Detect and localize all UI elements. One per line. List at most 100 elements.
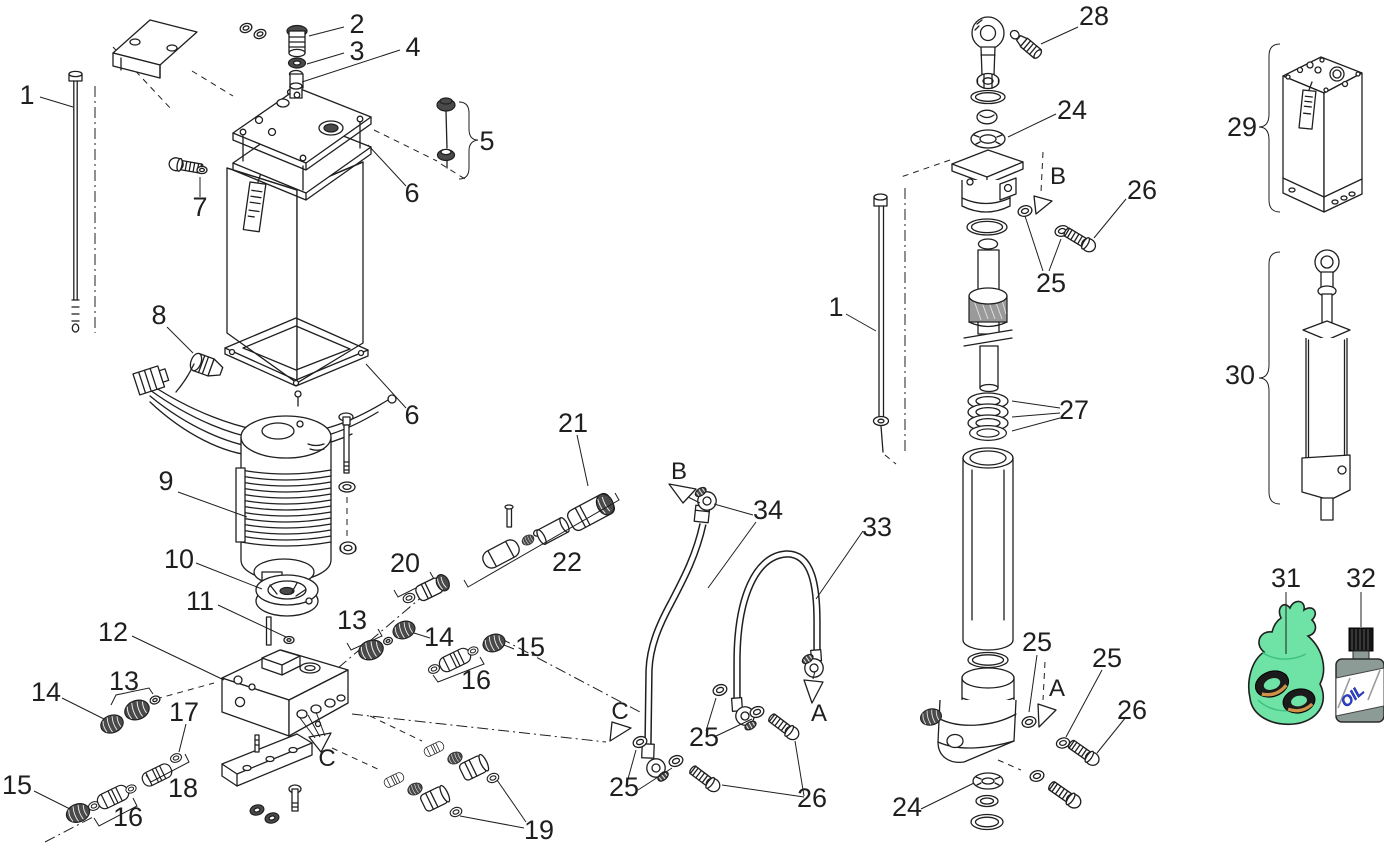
callout-25-cyl-br: 25 <box>1092 643 1122 673</box>
callout-B-cylinder: B <box>1050 163 1066 190</box>
dashed-line-2 <box>373 129 438 162</box>
axis-line-5 <box>44 816 94 843</box>
dashed-line-9 <box>369 715 423 742</box>
cylinder-head <box>951 149 1024 213</box>
bracket-22 <box>463 492 620 588</box>
callout-28: 28 <box>1079 1 1109 31</box>
leader-line-28 <box>721 784 805 798</box>
brace-5 <box>458 101 479 180</box>
callout-30: 30 <box>1225 360 1255 390</box>
leader-line-18 <box>413 632 431 639</box>
construction-lines <box>44 46 1046 843</box>
brace-30 <box>1258 251 1281 505</box>
bracket-16-left <box>93 797 138 827</box>
seal-24-top <box>970 129 1006 149</box>
callout-33: 33 <box>862 512 892 542</box>
leader-line-11 <box>131 635 225 681</box>
ref-arrow-A-hose <box>803 670 824 704</box>
callout-B-hose: B <box>671 458 687 485</box>
leader-line-20 <box>713 503 754 516</box>
endcap-seals-25 <box>1020 714 1072 784</box>
brace-29 <box>1258 43 1281 213</box>
callout-12: 12 <box>98 617 128 647</box>
leader-line-2 <box>306 52 345 65</box>
callout-21: 21 <box>558 408 588 438</box>
leader-line-21 <box>707 521 757 589</box>
plug-14-left <box>97 711 127 737</box>
callout-1-dipstick: 1 <box>19 80 34 110</box>
head-oring <box>966 218 1008 236</box>
callout-4: 4 <box>405 32 420 62</box>
fitting-group-left <box>63 687 190 827</box>
axis-line-2 <box>337 589 431 669</box>
tube-oring <box>967 651 1009 669</box>
callout-22: 22 <box>552 547 582 577</box>
leader-line-1 <box>308 26 345 37</box>
leader-line-30 <box>1007 113 1057 138</box>
callout-15-right: 15 <box>515 632 545 662</box>
callout-17: 17 <box>169 697 199 727</box>
dashed-line-5 <box>997 759 1022 771</box>
callout-3: 3 <box>349 36 364 66</box>
callout-29: 29 <box>1227 112 1257 142</box>
callout-24-bottom: 24 <box>892 792 922 822</box>
axis-line-4 <box>351 713 607 743</box>
callout-15-left: 15 <box>2 770 32 800</box>
leader-line-22 <box>815 530 864 600</box>
axis-line-3 <box>499 637 641 713</box>
leader-line-33 <box>1048 238 1062 272</box>
callout-10: 10 <box>164 544 194 574</box>
part-seal-ring-3 <box>287 57 307 69</box>
bottle-label <box>1335 667 1384 717</box>
plug-13-left <box>121 696 153 724</box>
leader-line-26 <box>713 718 753 738</box>
callout-A-hose: A <box>811 700 827 727</box>
leader-line-24 <box>637 767 673 791</box>
head-seals-25 <box>1016 203 1071 239</box>
leader-line-38 <box>1028 654 1038 713</box>
callout-20: 20 <box>390 548 420 578</box>
leader-line-10 <box>217 604 287 638</box>
assembly-30 <box>1258 249 1351 521</box>
leader-line-13 <box>33 790 71 810</box>
part-5-screw <box>436 97 479 180</box>
callout-25-hose-mid: 25 <box>689 722 719 752</box>
oring-17 <box>168 751 184 765</box>
power-unit-exploded <box>63 19 620 827</box>
callout-25-cyl-bl: 25 <box>1022 627 1052 657</box>
tank-label-tag <box>242 181 267 233</box>
part-21-cartridge <box>566 492 616 532</box>
callout-5: 5 <box>479 126 494 156</box>
callout-26-cyl-bottom: 26 <box>1117 695 1147 725</box>
leader-line-15 <box>496 779 527 823</box>
ref-arrow-C-manifold <box>299 711 332 753</box>
rod-nut-washers <box>970 72 1006 125</box>
leader-line-31 <box>1093 198 1127 239</box>
leader-line-37 <box>1011 417 1061 432</box>
electric-motor <box>235 415 332 586</box>
callout-26-cyl-top: 26 <box>1127 175 1157 205</box>
callout-18: 18 <box>168 773 198 803</box>
oil-bottle-32: OIL <box>1335 627 1384 723</box>
drive-pin <box>265 616 295 646</box>
leader-line-23 <box>625 749 637 787</box>
part-breather-plug <box>286 24 308 58</box>
dashed-line-3 <box>440 163 466 180</box>
leader-line-7 <box>166 326 194 354</box>
callout-34: 34 <box>753 495 783 525</box>
leader-line-0 <box>39 96 74 108</box>
leader-line-16 <box>459 815 525 829</box>
leader-line-12 <box>61 697 105 720</box>
leader-line-29 <box>1040 26 1079 45</box>
callout-7: 7 <box>192 192 207 222</box>
washer-pair <box>239 22 267 40</box>
assembly-29 <box>1258 43 1363 213</box>
manifold-block <box>221 649 349 737</box>
callout-14-left: 14 <box>31 677 61 707</box>
dashed-line-10 <box>331 747 383 772</box>
ref-arrow-B-hose <box>668 483 701 504</box>
callout-13-right: 13 <box>337 605 367 635</box>
piston-rod <box>963 238 1013 393</box>
